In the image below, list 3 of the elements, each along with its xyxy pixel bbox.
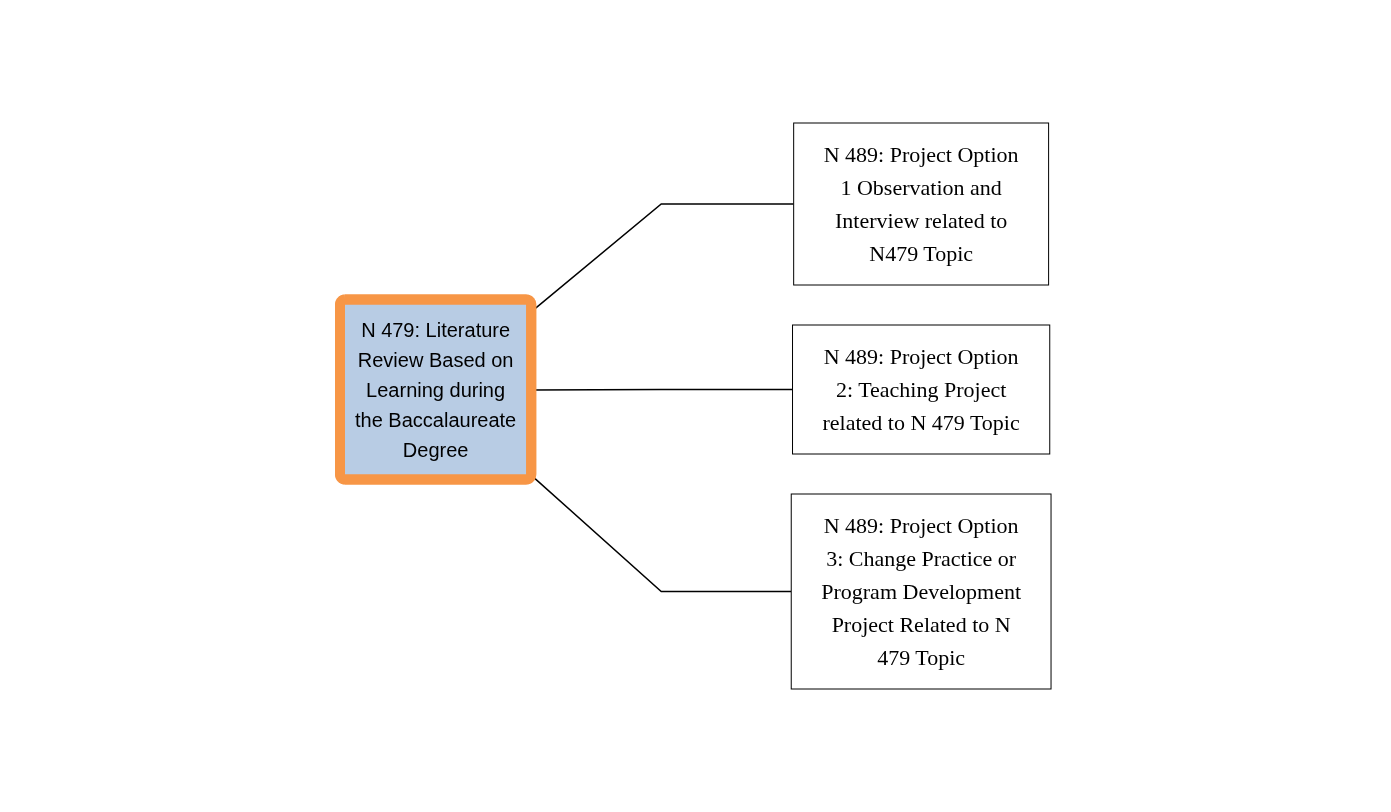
node-box: N 489: Project Option 1 Observation and Interview related to N479 Topic — [793, 122, 1050, 286]
node-box: N 489: Project Option 3: Change Practice or Program Development Project Related to N 479 Topic — [790, 493, 1052, 690]
node-box: N 489: Project Option 2: Teaching Project related to N 479 Topic — [792, 324, 1051, 455]
